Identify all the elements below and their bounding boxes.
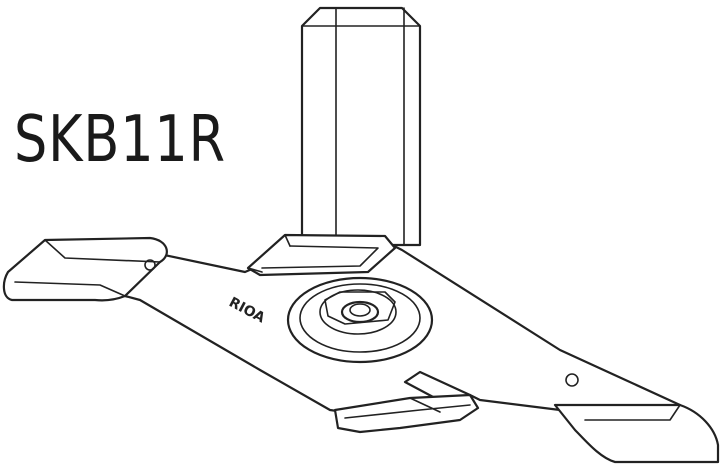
model-label: SKB11R (14, 103, 226, 177)
lower-clip (333, 393, 480, 434)
upper-flange (246, 233, 397, 277)
left-foot-tab (2, 236, 168, 302)
center-boss (286, 276, 434, 364)
hex-post (300, 6, 422, 247)
right-foot-tab (553, 373, 720, 464)
